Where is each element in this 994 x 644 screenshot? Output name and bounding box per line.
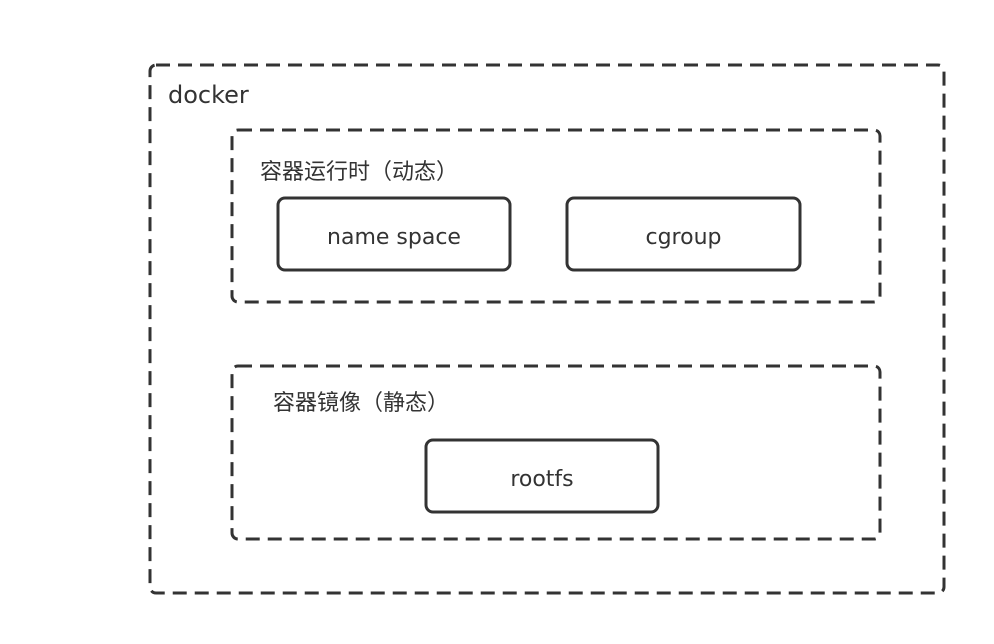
namespace-node-box [276, 196, 512, 272]
rootfs-node-box [424, 438, 660, 514]
cgroup-node-box [565, 196, 802, 272]
image-group-box [230, 364, 882, 541]
docker-label: docker [168, 81, 249, 109]
namespace-node-label: name space [327, 225, 461, 250]
image-group-label: 容器镜像（静态） [273, 391, 450, 416]
runtime-group-label: 容器运行时（动态） [260, 160, 459, 185]
docker-container-box [148, 63, 946, 595]
rootfs-node-label: rootfs [510, 467, 574, 492]
cgroup-node-label: cgroup [645, 225, 722, 250]
runtime-group-box [230, 128, 882, 304]
